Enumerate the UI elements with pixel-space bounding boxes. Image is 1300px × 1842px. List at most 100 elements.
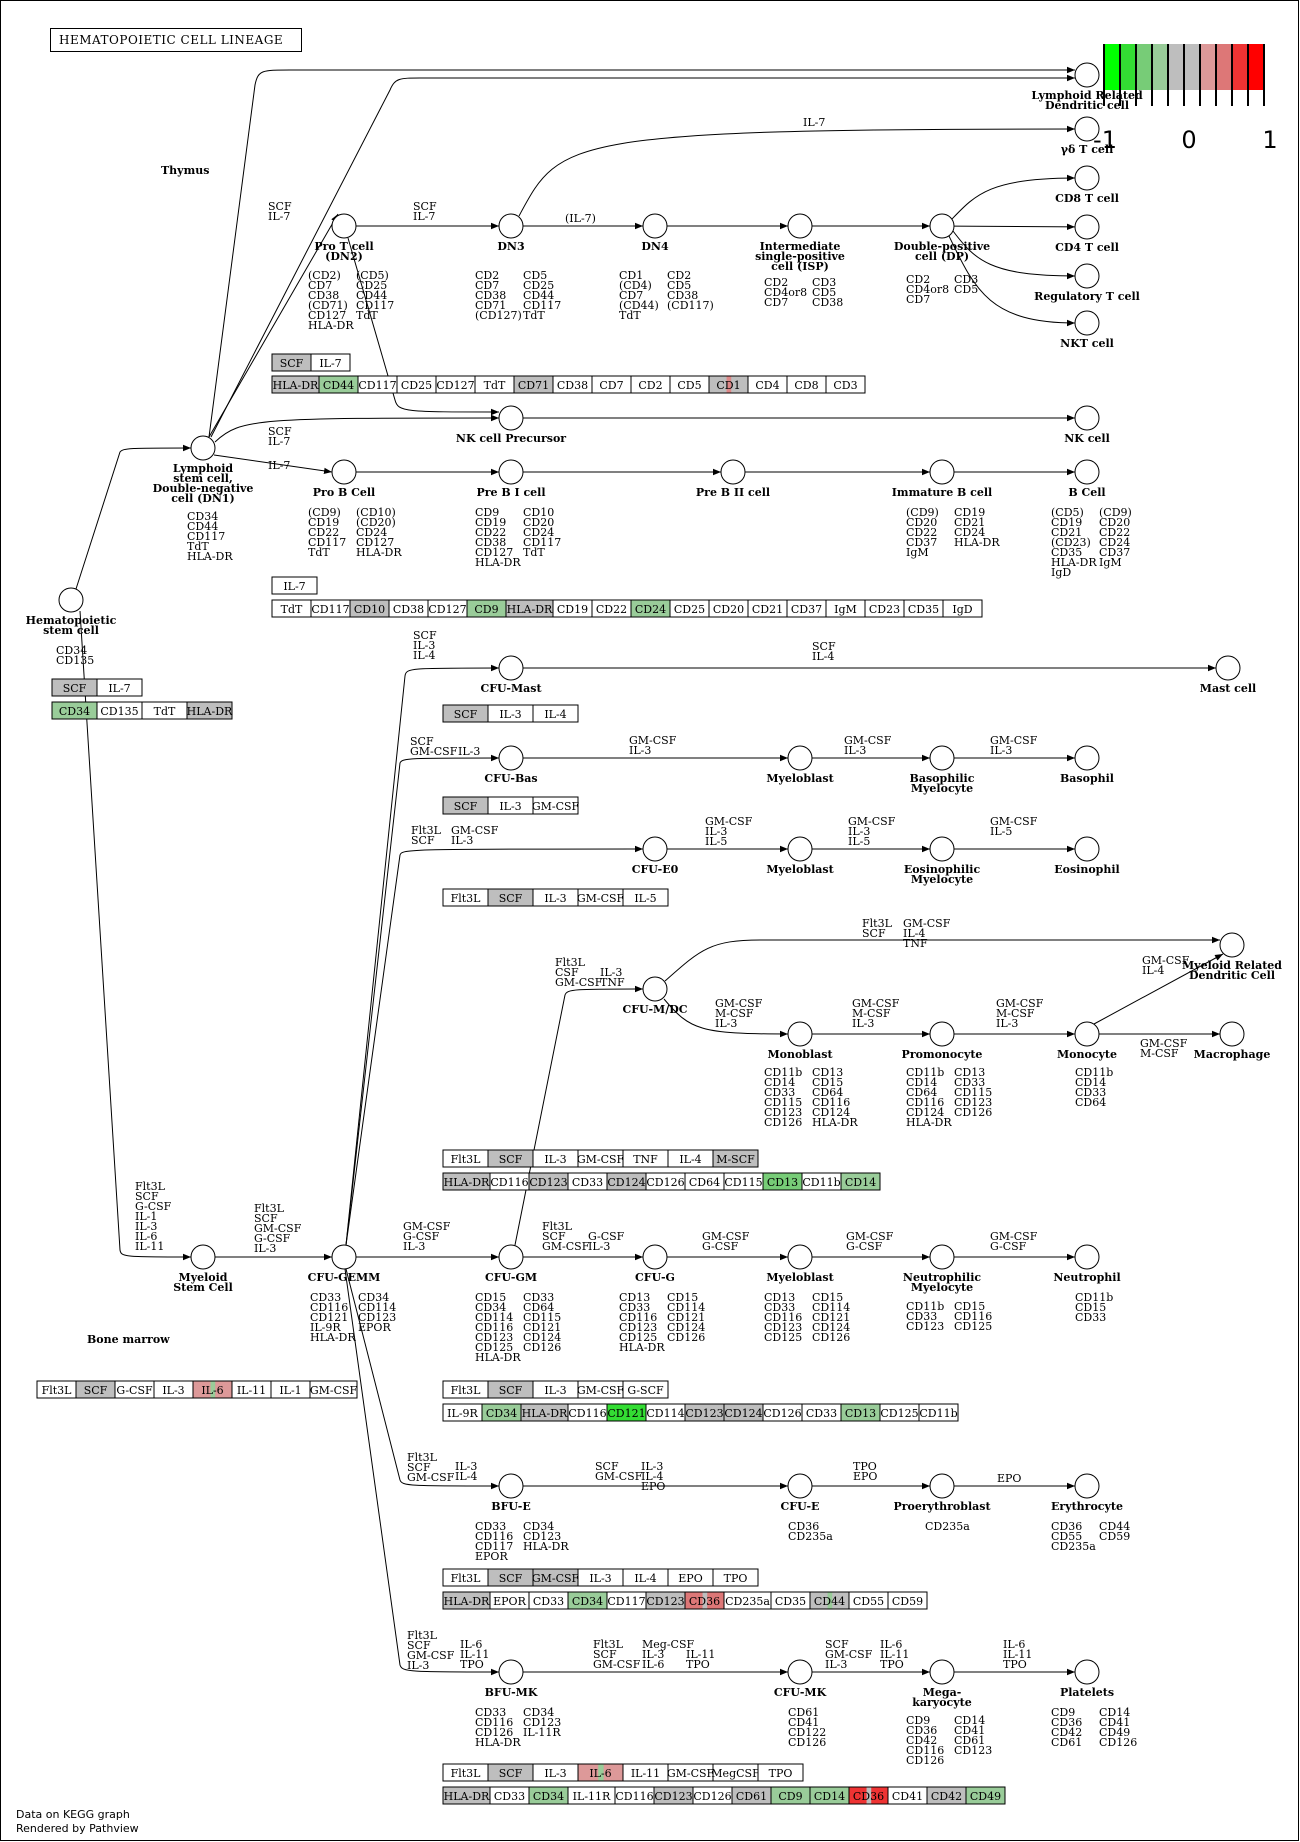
gene-cd64[interactable]: CD64 xyxy=(684,1172,725,1191)
gene-igd[interactable]: IgD xyxy=(942,599,983,618)
gene-il-7[interactable]: IL-7 xyxy=(310,353,351,372)
node-preb2[interactable] xyxy=(720,459,746,485)
gene-cd33[interactable]: CD33 xyxy=(801,1403,842,1422)
gene-cd41[interactable]: CD41 xyxy=(887,1786,928,1805)
gene-cd19[interactable]: CD19 xyxy=(552,599,593,618)
node-mono[interactable] xyxy=(1074,1021,1100,1047)
gene-scf[interactable]: SCF xyxy=(442,704,489,723)
gene-il-4[interactable]: IL-4 xyxy=(622,1568,669,1587)
node-cd4[interactable] xyxy=(1074,214,1100,240)
gene-cd116[interactable]: CD116 xyxy=(614,1786,655,1805)
gene-cd115[interactable]: CD115 xyxy=(723,1172,764,1191)
node-lsc[interactable] xyxy=(190,435,216,461)
gene-cd7[interactable]: CD7 xyxy=(591,375,632,394)
node-proery[interactable] xyxy=(929,1473,955,1499)
node-prot[interactable] xyxy=(331,213,357,239)
gene-tdt[interactable]: TdT xyxy=(141,701,188,720)
gene-flt3l[interactable]: Flt3L xyxy=(442,1149,489,1168)
gene-gm-csf[interactable]: GM-CSF xyxy=(667,1763,715,1782)
gene-tdt[interactable]: TdT xyxy=(271,599,312,618)
gene-cd235a[interactable]: CD235a xyxy=(723,1591,772,1610)
node-mega[interactable] xyxy=(929,1659,955,1685)
node-gd[interactable] xyxy=(1074,116,1100,142)
gene-cd20[interactable]: CD20 xyxy=(708,599,749,618)
gene-cd114[interactable]: CD114 xyxy=(645,1403,686,1422)
gene-cd34[interactable]: CD34 xyxy=(481,1403,522,1422)
node-macro[interactable] xyxy=(1219,1021,1245,1047)
node-cfueo[interactable] xyxy=(642,836,668,862)
gene-cd71[interactable]: CD71 xyxy=(513,375,554,394)
node-promono[interactable] xyxy=(929,1021,955,1047)
node-neumy[interactable] xyxy=(929,1244,955,1270)
gene-hla-dr[interactable]: HLA-DR xyxy=(520,1403,569,1422)
gene-gm-csf[interactable]: GM-CSF xyxy=(309,1380,358,1399)
gene-cd33[interactable]: CD33 xyxy=(489,1786,530,1805)
gene-flt3l[interactable]: Flt3L xyxy=(442,1380,489,1399)
gene-cd11b[interactable]: CD11b xyxy=(918,1403,959,1422)
node-cfugemm[interactable] xyxy=(331,1244,357,1270)
gene-cd10[interactable]: CD10 xyxy=(349,599,390,618)
gene-cd49[interactable]: CD49 xyxy=(965,1786,1006,1805)
gene-il-3[interactable]: IL-3 xyxy=(532,1380,579,1399)
node-cfumdc[interactable] xyxy=(642,976,668,1002)
gene-cd55[interactable]: CD55 xyxy=(848,1591,889,1610)
gene-cd117[interactable]: CD117 xyxy=(357,375,398,394)
gene-il-3[interactable]: IL-3 xyxy=(577,1568,624,1587)
node-myelo3[interactable] xyxy=(787,1244,813,1270)
gene-cd9[interactable]: CD9 xyxy=(770,1786,811,1805)
gene-il-11[interactable]: IL-11 xyxy=(622,1763,669,1782)
gene-il-5[interactable]: IL-5 xyxy=(622,888,669,907)
node-bfue[interactable] xyxy=(498,1473,524,1499)
gene-cd42[interactable]: CD42 xyxy=(926,1786,967,1805)
gene-il-3[interactable]: IL-3 xyxy=(153,1380,194,1399)
gene-cd5[interactable]: CD5 xyxy=(669,375,710,394)
node-cfumast[interactable] xyxy=(498,655,524,681)
gene-cd117[interactable]: CD117 xyxy=(310,599,351,618)
gene-il-7[interactable]: IL-7 xyxy=(271,576,318,595)
node-cfue[interactable] xyxy=(787,1473,813,1499)
gene-cd14[interactable]: CD14 xyxy=(809,1786,850,1805)
gene-cd126[interactable]: CD126 xyxy=(762,1403,803,1422)
gene-hla-dr[interactable]: HLA-DR xyxy=(505,599,554,618)
node-nk[interactable] xyxy=(1074,405,1100,431)
gene-cd37[interactable]: CD37 xyxy=(786,599,827,618)
gene-cd33[interactable]: CD33 xyxy=(528,1591,569,1610)
gene-cd23[interactable]: CD23 xyxy=(864,599,905,618)
gene-il-9r[interactable]: IL-9R xyxy=(442,1403,483,1422)
gene-scf[interactable]: SCF xyxy=(487,1380,534,1399)
node-hsc[interactable] xyxy=(58,587,84,613)
node-bcell[interactable] xyxy=(1074,459,1100,485)
node-cfumk[interactable] xyxy=(787,1659,813,1685)
gene-cd35[interactable]: CD35 xyxy=(903,599,944,618)
gene-cd3[interactable]: CD3 xyxy=(825,375,866,394)
node-myelo2[interactable] xyxy=(787,836,813,862)
gene-gm-csf[interactable]: GM-CSF xyxy=(532,796,580,815)
gene-tdt[interactable]: TdT xyxy=(474,375,515,394)
gene-scf[interactable]: SCF xyxy=(271,353,312,372)
gene-g-scf[interactable]: G-SCF xyxy=(622,1380,669,1399)
gene-scf[interactable]: SCF xyxy=(487,1149,534,1168)
gene-cd22[interactable]: CD22 xyxy=(591,599,632,618)
gene-scf[interactable]: SCF xyxy=(442,796,489,815)
gene-cd34[interactable]: CD34 xyxy=(51,701,98,720)
gene-il-6[interactable]: IL-6 xyxy=(192,1380,233,1399)
gene-scf[interactable]: SCF xyxy=(51,678,98,697)
gene-cd117[interactable]: CD117 xyxy=(606,1591,647,1610)
node-lrd[interactable] xyxy=(1074,62,1100,88)
node-bfumk[interactable] xyxy=(498,1659,524,1685)
gene-il-6[interactable]: IL-6 xyxy=(577,1763,624,1782)
node-isp[interactable] xyxy=(787,213,813,239)
node-monob[interactable] xyxy=(787,1021,813,1047)
gene-cd35[interactable]: CD35 xyxy=(770,1591,811,1610)
node-msc[interactable] xyxy=(190,1244,216,1270)
node-preb1[interactable] xyxy=(498,459,524,485)
gene-flt3l[interactable]: Flt3L xyxy=(442,1763,489,1782)
gene-scf[interactable]: SCF xyxy=(487,1763,534,1782)
gene-il-3[interactable]: IL-3 xyxy=(532,1149,579,1168)
gene-cd123[interactable]: CD123 xyxy=(653,1786,694,1805)
gene-il-3[interactable]: IL-3 xyxy=(532,888,579,907)
gene-tpo[interactable]: TPO xyxy=(712,1568,759,1587)
gene-cd61[interactable]: CD61 xyxy=(731,1786,772,1805)
gene-cd124[interactable]: CD124 xyxy=(723,1403,764,1422)
gene-cd14[interactable]: CD14 xyxy=(840,1172,881,1191)
